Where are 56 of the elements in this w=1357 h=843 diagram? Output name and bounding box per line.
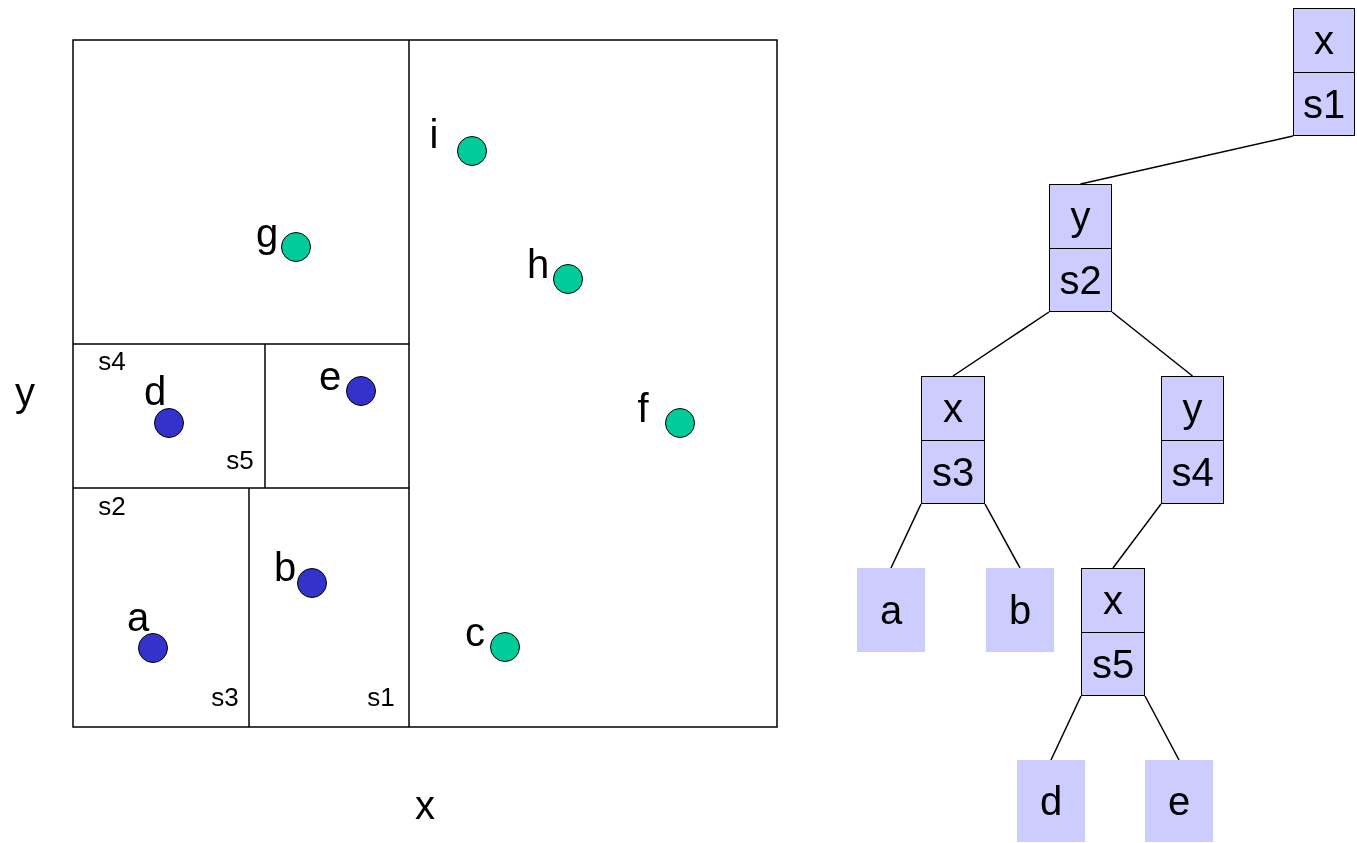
node-axis: y (1069, 193, 1092, 241)
tree-edge (1050, 695, 1082, 761)
point-label: e (318, 356, 342, 396)
split-node (1293, 8, 1355, 136)
point-label: b (273, 547, 297, 587)
tree-edge (1111, 311, 1194, 377)
split-node (921, 376, 985, 504)
axis-label: y (15, 372, 35, 412)
tree-edge (984, 503, 1021, 569)
node-split-name: s4 (1162, 439, 1223, 503)
point-label: g (255, 213, 279, 253)
data-point (281, 232, 311, 262)
leaf-node (1145, 760, 1213, 842)
split-node (1049, 184, 1112, 312)
region-label: s2 (98, 493, 126, 519)
point-label: c (465, 612, 485, 652)
data-point (457, 136, 487, 166)
node-split-name: s2 (1050, 247, 1111, 311)
data-point (346, 376, 376, 406)
node-axis: y (1181, 385, 1204, 433)
data-point (297, 568, 327, 598)
node-axis: a (878, 587, 904, 634)
region-label: s1 (367, 684, 395, 710)
region-label: s3 (211, 684, 239, 710)
leaf-node (986, 568, 1054, 652)
axis-label: x (415, 785, 435, 825)
data-point (154, 408, 184, 438)
point-label: h (526, 244, 550, 284)
data-point (553, 264, 583, 294)
split-node (1161, 376, 1224, 504)
tree-edge (1144, 695, 1180, 761)
node-split-name: s1 (1294, 71, 1354, 135)
node-axis: d (1038, 778, 1064, 825)
point-label: d (143, 371, 167, 411)
leaf-node (1017, 760, 1085, 842)
node-axis: b (1007, 587, 1033, 634)
node-axis: x (942, 385, 964, 433)
tree-edge (1112, 503, 1162, 569)
data-point (665, 408, 695, 438)
point-label: a (126, 597, 150, 637)
split-node (1081, 568, 1145, 696)
node-axis: x (1102, 577, 1124, 625)
point-label: f (637, 388, 649, 428)
leaf-node (857, 568, 925, 652)
tree-edge (952, 311, 1050, 377)
point-label: i (429, 114, 439, 154)
node-axis: x (1313, 17, 1335, 65)
node-split-name: s5 (1082, 631, 1144, 695)
data-point (490, 632, 520, 662)
node-axis: e (1166, 778, 1192, 825)
tree-edge (890, 503, 922, 569)
node-split-name: s3 (922, 439, 984, 503)
region-label: s4 (98, 348, 126, 374)
tree-edge (1079, 135, 1294, 185)
data-point (138, 633, 168, 663)
region-label: s5 (226, 447, 254, 473)
